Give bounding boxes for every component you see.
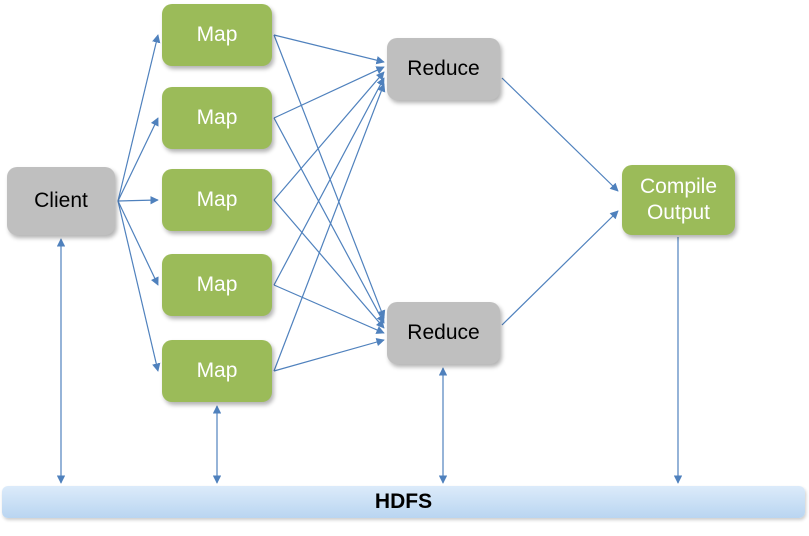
node-map-3: Map bbox=[162, 169, 272, 231]
node-map-1-label: Map bbox=[196, 22, 238, 46]
node-reduce-1-label: Reduce bbox=[407, 56, 480, 80]
edge-map4-reduce2 bbox=[273, 284, 385, 334]
edge-client-map2 bbox=[117, 117, 159, 202]
edge-client-map4 bbox=[117, 200, 159, 286]
edge-client-map1 bbox=[117, 34, 161, 202]
edge-client-map3 bbox=[117, 195, 159, 205]
edge-map2-reduce1 bbox=[273, 66, 385, 119]
edge-client-map5 bbox=[117, 200, 161, 372]
node-map-5-label: Map bbox=[196, 358, 238, 382]
node-compile-output-label: Compile Output bbox=[639, 174, 718, 224]
hdfs-bar: HDFS bbox=[2, 486, 805, 518]
edge-map4-reduce1 bbox=[273, 77, 385, 286]
node-map-4: Map bbox=[162, 254, 272, 316]
edge-map5-reduce2 bbox=[273, 338, 385, 372]
edge-map3-reduce1 bbox=[273, 71, 385, 201]
edge-map1-reduce1 bbox=[273, 34, 385, 65]
node-client: Client bbox=[7, 167, 115, 235]
node-map-4-label: Map bbox=[196, 272, 238, 296]
hdfs-bar-label: HDFS bbox=[374, 490, 433, 513]
node-map-5: Map bbox=[162, 340, 272, 402]
node-map-3-label: Map bbox=[196, 187, 238, 211]
node-compile-output: Compile Output bbox=[622, 165, 735, 235]
edge-map3-reduce2 bbox=[273, 199, 385, 329]
edge-map1-reduce2 bbox=[273, 34, 386, 319]
node-map-2: Map bbox=[162, 87, 272, 149]
edge-map2-reduce2 bbox=[273, 117, 385, 324]
node-map-2-label: Map bbox=[196, 105, 238, 129]
edge-reduce2-compile bbox=[501, 210, 619, 326]
edge-reduce1-compile bbox=[501, 77, 619, 192]
node-map-1: Map bbox=[162, 4, 272, 66]
node-reduce-2: Reduce bbox=[387, 302, 500, 364]
edge-map5-reduce1 bbox=[273, 83, 386, 372]
node-reduce-2-label: Reduce bbox=[407, 320, 480, 344]
node-client-label: Client bbox=[34, 188, 88, 212]
node-reduce-1: Reduce bbox=[387, 38, 500, 100]
